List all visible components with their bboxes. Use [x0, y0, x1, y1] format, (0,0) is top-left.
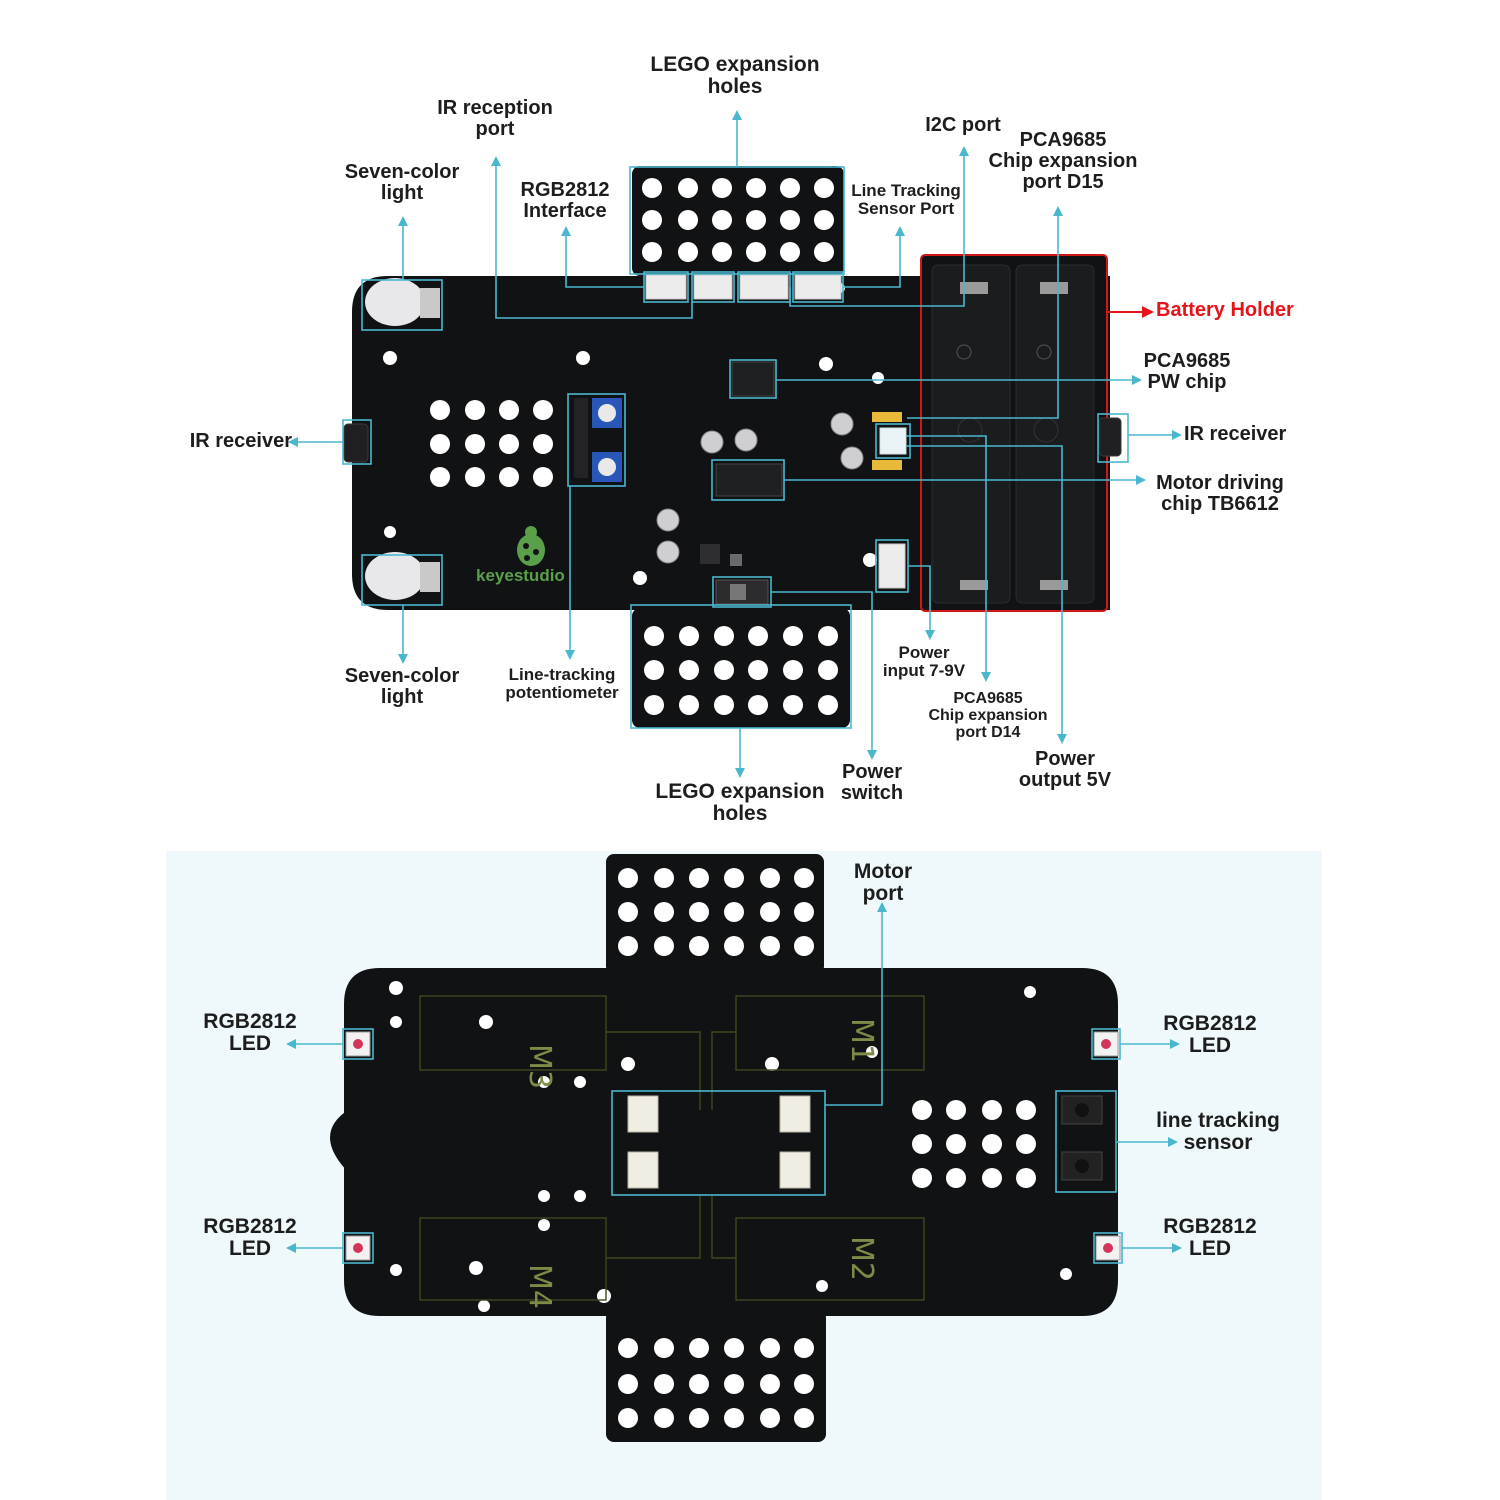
- silk-m2: M2: [844, 1236, 879, 1281]
- lego-holes-bottom: [644, 626, 838, 715]
- bottom-callout-lines: [286, 902, 1182, 1253]
- lego-tab-bottom: [632, 608, 850, 728]
- pca9685-chip: [731, 361, 775, 397]
- label-i2c-port: I2C port: [925, 114, 1001, 136]
- lego-tab-top-bottom-board: [606, 854, 824, 974]
- lego-holes-left: [430, 400, 553, 487]
- silk-m3: M3: [522, 1044, 557, 1089]
- seven-color-led-top: [365, 278, 425, 326]
- top-callout-lines: [288, 110, 1182, 778]
- bottom-lego-holes-top: [618, 868, 814, 956]
- lego-tab-bottom-bottom-board: [606, 1310, 826, 1442]
- label-battery-holder: Battery Holder: [1156, 299, 1294, 321]
- bottom-lego-holes-right: [912, 1100, 1036, 1188]
- tb6612-chip: [715, 463, 783, 497]
- label-ir-receiver-right: IR receiver: [1184, 423, 1287, 445]
- power-input-connector: [878, 543, 906, 589]
- power-output-connector: [879, 427, 907, 455]
- bottom-board: M3 M1 M4 M2: [330, 854, 1121, 1442]
- lego-holes-top: [642, 178, 834, 262]
- ir-receiver-right: [1098, 417, 1122, 457]
- silk-m1: M1: [844, 1018, 879, 1063]
- pcb-bottom: [344, 968, 1118, 1316]
- top-board: [343, 166, 1122, 728]
- seven-color-led-bottom: [365, 552, 425, 600]
- ir-receiver-left: [343, 423, 369, 463]
- brand-logo-text: keyestudio: [476, 566, 565, 585]
- label-ir-receiver-left: IR receiver: [189, 430, 292, 452]
- lego-tab-top: [632, 166, 844, 276]
- bottom-lego-holes-bottom: [618, 1338, 814, 1428]
- silk-m4: M4: [522, 1264, 557, 1309]
